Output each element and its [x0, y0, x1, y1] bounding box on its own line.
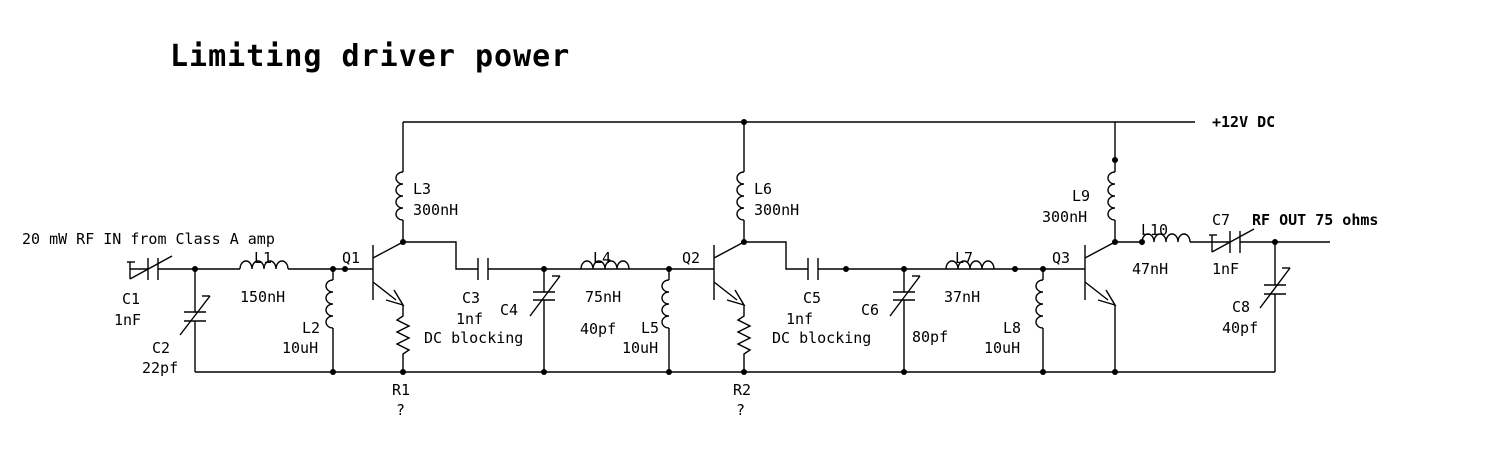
- q2-emitter-arrow: [726, 289, 746, 307]
- c5-value: 1nf: [786, 310, 813, 328]
- junction-dot: [1112, 369, 1118, 375]
- c3-value: 1nf: [456, 310, 483, 328]
- q3-emitter-arrow: [1097, 289, 1117, 307]
- page-title: Limiting driver power: [170, 39, 570, 74]
- c3-note: DC blocking: [424, 329, 523, 347]
- l1-value: 150nH: [240, 288, 285, 306]
- output-label: RF OUT 75 ohms: [1252, 211, 1378, 229]
- junction-dot: [901, 266, 907, 272]
- l3-ref: L3: [413, 180, 431, 198]
- c2-value: 22pf: [142, 359, 178, 377]
- l10-ref: L10: [1141, 221, 1168, 239]
- l9-value: 300nH: [1042, 208, 1087, 226]
- junction-dot: [541, 369, 547, 375]
- junction-dot: [843, 266, 849, 272]
- q2-ref: Q2: [682, 249, 700, 267]
- l5-value: 10uH: [622, 339, 658, 357]
- l2-ref: L2: [302, 319, 320, 337]
- q1-emitter-arrow: [385, 289, 405, 307]
- l9-ref: L9: [1072, 187, 1090, 205]
- supply-rail: [402, 121, 1195, 172]
- l8-value: 10uH: [984, 339, 1020, 357]
- q2-transistor: [669, 241, 745, 301]
- l5-ref: L5: [641, 319, 659, 337]
- r2-value: ?: [736, 401, 745, 419]
- junction-dot: [541, 266, 547, 272]
- l10-value: 47nH: [1132, 260, 1168, 278]
- l1-ref: L1: [254, 249, 272, 267]
- l2-value: 10uH: [282, 339, 318, 357]
- l3-inductor: [395, 171, 404, 221]
- c5-ref: C5: [803, 289, 821, 307]
- l6-ref: L6: [754, 180, 772, 198]
- l9-inductor: [1107, 171, 1116, 221]
- junction-dot: [666, 369, 672, 375]
- r1-value: ?: [396, 401, 405, 419]
- c4-trimmer-capacitor: [529, 269, 561, 372]
- q3-transistor: [1043, 241, 1116, 372]
- c8-trimmer-capacitor: [1259, 242, 1291, 372]
- r2-resistor: [737, 309, 751, 357]
- l7-ref: L7: [955, 249, 973, 267]
- junction-dot: [741, 119, 747, 125]
- junction-dot: [1040, 369, 1046, 375]
- l8-ref: L8: [1003, 319, 1021, 337]
- c3-capacitor: [403, 241, 669, 280]
- c8-value: 40pf: [1222, 319, 1258, 337]
- q1-transistor: [345, 241, 404, 301]
- l4-ref: L4: [593, 249, 611, 267]
- junction-dot: [400, 369, 406, 375]
- junction-dot: [330, 369, 336, 375]
- c6-value: 80pf: [912, 328, 948, 346]
- l8-inductor: [1035, 279, 1044, 329]
- q1-ref: Q1: [342, 249, 360, 267]
- l4-value: 75nH: [585, 288, 621, 306]
- junction-dot: [1112, 157, 1118, 163]
- c5-capacitor: [744, 241, 1043, 280]
- l5-inductor: [661, 279, 670, 329]
- supply-label: +12V DC: [1212, 113, 1275, 131]
- junction-dot: [1012, 266, 1018, 272]
- r1-ref: R1: [392, 381, 410, 399]
- c1-value: 1nF: [114, 311, 141, 329]
- c3-ref: C3: [462, 289, 480, 307]
- c1-trimmer-capacitor: [127, 255, 173, 280]
- c2-ref: C2: [152, 339, 170, 357]
- l2-inductor: [325, 279, 334, 329]
- junction-dot: [330, 266, 336, 272]
- c6-ref: C6: [861, 301, 879, 319]
- c8-ref: C8: [1232, 298, 1250, 316]
- junction-dot: [741, 369, 747, 375]
- junction-dot: [192, 266, 198, 272]
- junction-dot: [901, 369, 907, 375]
- l6-value: 300nH: [754, 201, 799, 219]
- c7-trimmer-capacitor: [1209, 228, 1330, 253]
- c7-value: 1nF: [1212, 260, 1239, 278]
- input-label: 20 mW RF IN from Class A amp: [22, 230, 275, 248]
- c7-ref: C7: [1212, 211, 1230, 229]
- r1-resistor: [396, 309, 410, 357]
- c4-value: 40pf: [580, 320, 616, 338]
- c6-trimmer-capacitor: [889, 269, 921, 372]
- c5-note: DC blocking: [772, 329, 871, 347]
- q3-ref: Q3: [1052, 249, 1070, 267]
- c1-ref: C1: [122, 290, 140, 308]
- c2-trimmer-capacitor: [179, 269, 211, 372]
- c4-ref: C4: [500, 301, 518, 319]
- l7-value: 37nH: [944, 288, 980, 306]
- l3-value: 300nH: [413, 201, 458, 219]
- l6-inductor: [736, 171, 745, 221]
- r2-ref: R2: [733, 381, 751, 399]
